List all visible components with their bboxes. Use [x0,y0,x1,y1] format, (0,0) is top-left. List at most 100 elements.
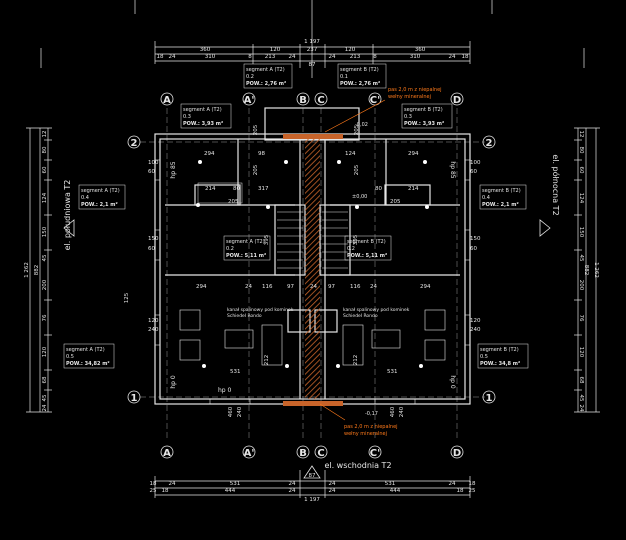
left-inner-dim-4: 150 [42,226,48,237]
svg-text:POW.: 34,8 m²: POW.: 34,8 m² [480,361,520,367]
bottom-dim-2-1: 18 [162,488,169,494]
hp-bottom-right: hp 0 [449,375,456,389]
bottom-dim-2-6: 18 [457,488,464,494]
plan-205-1: 205 [390,199,401,205]
plan-vrr-2: 150 [470,236,481,242]
segment-label-6: segment A (T2) 0.2 POW.: 5,11 m² [226,239,266,259]
bottom-dim-1-3: 24 [289,481,296,487]
top-dim-3-2: 310 [205,54,216,60]
left-inner-dim-2: 60 [42,166,48,173]
right-inner-dim-3: 124 [578,193,584,204]
svg-text:segment A (T2): segment A (T2) [81,188,120,194]
bottom-dim-1-6: 24 [449,481,456,487]
plan-vl-1: 205 [253,164,259,175]
top-center-dim: 87 [309,62,316,68]
svg-text:segment A (T2): segment A (T2) [66,347,105,353]
bottom-dim-2-5: 444 [390,488,401,494]
right-inner-dim-9: 68 [578,377,584,384]
segment-label-8: segment A (T2) 0.5 POW.: 34,82 m² [66,347,110,367]
hp-top-left: hp 85 [170,161,177,178]
svg-text:POW.: 2,76 m²: POW.: 2,76 m² [246,81,286,87]
elevation-east-label: el. wschodnia T2 [324,461,391,470]
bottom-dim-2-4: 24 [329,488,336,494]
hp-top-right: hp 85 [449,161,456,178]
hp-bottom-left: hp 0 [170,375,177,389]
plan-214-1: 80 [233,186,240,192]
axis-bottom-c: C [317,448,324,459]
plan-vrr-5: 240 [470,327,481,333]
left-outer-dim-1: 882 [34,265,40,276]
bottom-dim-2-0: 25 [150,488,157,494]
orange-leaders [319,99,386,421]
svg-text:0.5: 0.5 [480,354,488,360]
left-inner-dim-8: 120 [42,346,48,357]
top-dim-3-10: 24 [449,54,456,60]
segment-label-7: segment B (T2) 0.2 POW.: 5,11 m² [347,239,387,259]
svg-text:0.4: 0.4 [482,195,490,201]
bottom-center-dim: 87 [309,473,316,479]
light-points [196,160,429,368]
right-outer-dim-1: 882 [583,265,589,276]
top-dim-3-11: 18 [462,54,469,60]
axis-top-a-prime: A' [244,95,255,106]
plan-214-0: 214 [205,186,216,192]
segment-label-3: segment B (T2) 0.3 POW.: 3,93 m² [404,107,444,127]
svg-text:0.5: 0.5 [66,354,74,360]
plan-top-1: 98 [258,151,265,157]
plan-mid-3: 97 [287,284,294,290]
orange-note-top-2: wełny mineralnej [388,94,431,100]
plan-bs-2: 460 [390,406,396,417]
segment-label-5: segment B (T2) 0.4 POW.: 2,1 m² [482,188,521,208]
top-dim-3-9: 310 [410,54,421,60]
svg-text:0.2: 0.2 [347,246,355,252]
axis-top-a: A [163,95,171,106]
axis-bubbles [127,92,496,459]
plan-vl-0: 205 [253,124,259,135]
firewall-hatch [305,139,320,399]
plan-top-2: 124 [345,151,356,157]
top-dim-3-7: 213 [350,54,361,60]
plan-vlr-1: 60 [148,169,155,175]
axis-row-2-left: 2 [131,138,138,149]
level-top: -0,02 [355,122,368,128]
top-dim-3-5: 24 [289,54,296,60]
svg-text:POW.: 3,93 m²: POW.: 3,93 m² [404,121,444,127]
segment-label-1: segment B (T2) 0.1 POW.: 2,76 m² [340,67,380,87]
left-inner-dim-10: 45 [42,394,48,401]
right-inner-dim-7: 76 [578,315,584,322]
left-inner-dim-11: 24 [42,404,48,411]
svg-text:segment A (T2): segment A (T2) [226,239,265,245]
plan-205-0: 205 [228,199,239,205]
left-inner-dim-6: 200 [42,279,48,290]
level-bottom: -0,17 [365,411,378,417]
axis-row-1-right: 1 [486,393,493,404]
right-inner-dim-5: 45 [578,255,584,262]
plan-vrr-1: 60 [470,169,477,175]
top-dim-3-0: 18 [157,54,164,60]
plan-mid-4: 24 [310,284,317,290]
plan-vrr-0: 100 [470,160,481,166]
left-inner-dim-7: 76 [42,314,48,321]
axis-row-2-right: 2 [486,138,493,149]
top-dim-2-1: 120 [270,47,281,53]
duct-left-2: Schiedel Rondo [227,313,262,319]
plan-vlr-5: 240 [148,327,159,333]
bottom-dim-1-2: 531 [230,481,241,487]
top-overall-dim: 1 197 [304,39,320,45]
axis-row-1-left: 1 [131,393,138,404]
svg-text:segment A (T2): segment A (T2) [183,107,222,113]
plan-vrr-4: 120 [470,318,481,324]
left-inner-dim-9: 68 [42,376,48,383]
svg-text:segment B (T2): segment B (T2) [340,67,379,73]
top-dim-3-1: 24 [169,54,176,60]
axis-top-c-prime: C' [370,95,380,106]
axis-top-c: C [317,95,324,106]
duct-left-1: kanał spalinowy pod kominek [227,307,294,313]
plan-vr-3: 212 [353,355,359,366]
windows [154,159,471,405]
left-dimension-lines [26,127,52,413]
plan-top-3: 294 [408,151,419,157]
